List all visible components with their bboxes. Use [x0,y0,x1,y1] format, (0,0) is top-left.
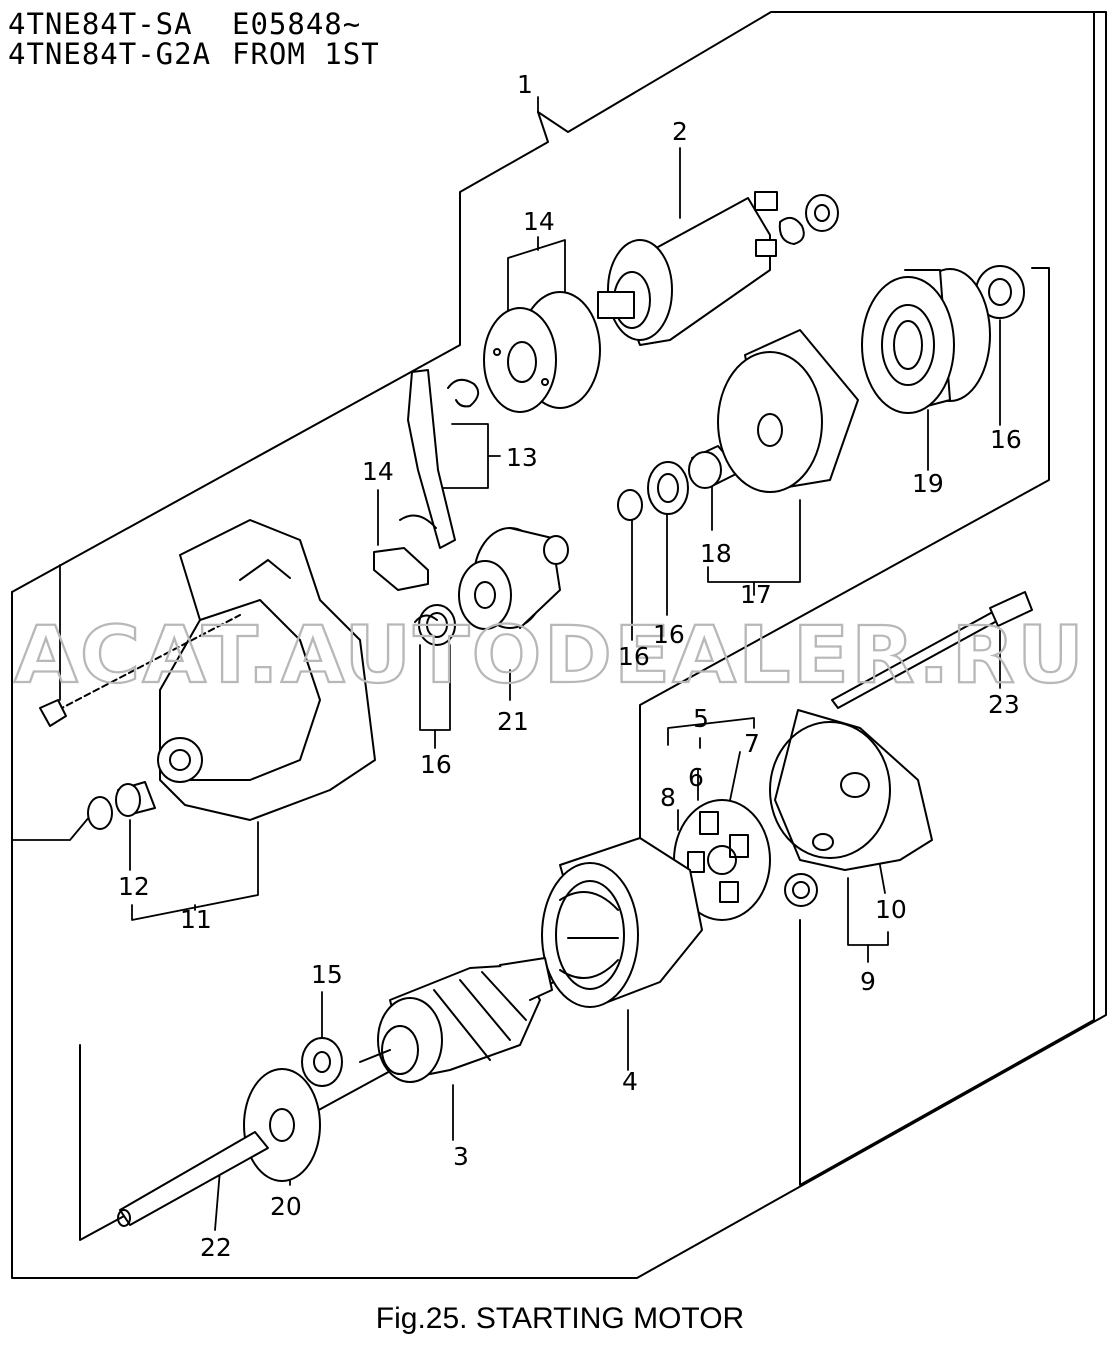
callout-14-brush: 14 [362,457,394,486]
callout-1: 1 [517,70,533,99]
yoke-assembly [541,837,703,1008]
callout-20: 20 [270,1192,302,1221]
callout-6: 6 [688,763,704,792]
callout-numbers: 1 2 3 4 5 6 7 8 9 10 11 12 13 14 14 15 1… [118,70,1022,1262]
callout-2: 2 [672,117,688,146]
snap-rings [414,265,1025,907]
callout-5: 5 [693,704,709,733]
pinion-shaft [117,1068,321,1227]
callout-19: 19 [912,469,944,498]
pinion-gear [301,1037,343,1087]
serial-label-2: FROM 1ST [232,37,380,71]
callout-17: 17 [740,580,772,609]
callout-13: 13 [506,443,538,472]
model-label-1: 4TNE84T-SA [8,7,193,41]
callout-16-mid: 16 [618,642,650,671]
figure-caption: Fig.25. STARTING MOTOR [375,1302,745,1335]
model-label-2: 4TNE84T-G2A [8,37,212,71]
callout-9: 9 [860,967,876,996]
cover-plate [483,291,601,413]
callout-15: 15 [311,960,343,989]
shift-lever [399,369,480,549]
leader-lines [11,96,1001,1231]
callout-16-left: 16 [420,750,452,779]
callout-7: 7 [744,729,760,758]
callout-16-right: 16 [990,425,1022,454]
callout-4: 4 [622,1067,638,1096]
mounting-bolt [39,614,241,727]
callout-21: 21 [497,707,529,736]
callout-22: 22 [200,1233,232,1262]
armature [359,957,553,1083]
drive-housing [157,519,376,821]
callout-18: 18 [700,539,732,568]
callout-8: 8 [660,783,676,812]
watermark-text: ACAT.AUTODEALER.RU [14,611,1086,701]
callout-23: 23 [988,690,1020,719]
callout-10: 10 [875,895,907,924]
callout-12: 12 [118,872,150,901]
bushing [688,445,741,489]
through-bolt [831,591,1033,709]
callout-16-washer: 16 [653,620,685,649]
callout-3: 3 [453,1142,469,1171]
front-bush [87,781,156,830]
rear-end-cover [769,709,933,871]
center-housing [717,329,859,493]
callout-14-top: 14 [523,207,555,236]
brush-block [373,547,429,591]
internal-gear-housing [861,268,991,414]
brush-holder [673,799,771,921]
solenoid-switch [597,191,839,346]
serial-label-1: E05848~ [232,7,362,41]
callout-11: 11 [180,905,212,934]
overrunning-clutch [458,527,569,630]
